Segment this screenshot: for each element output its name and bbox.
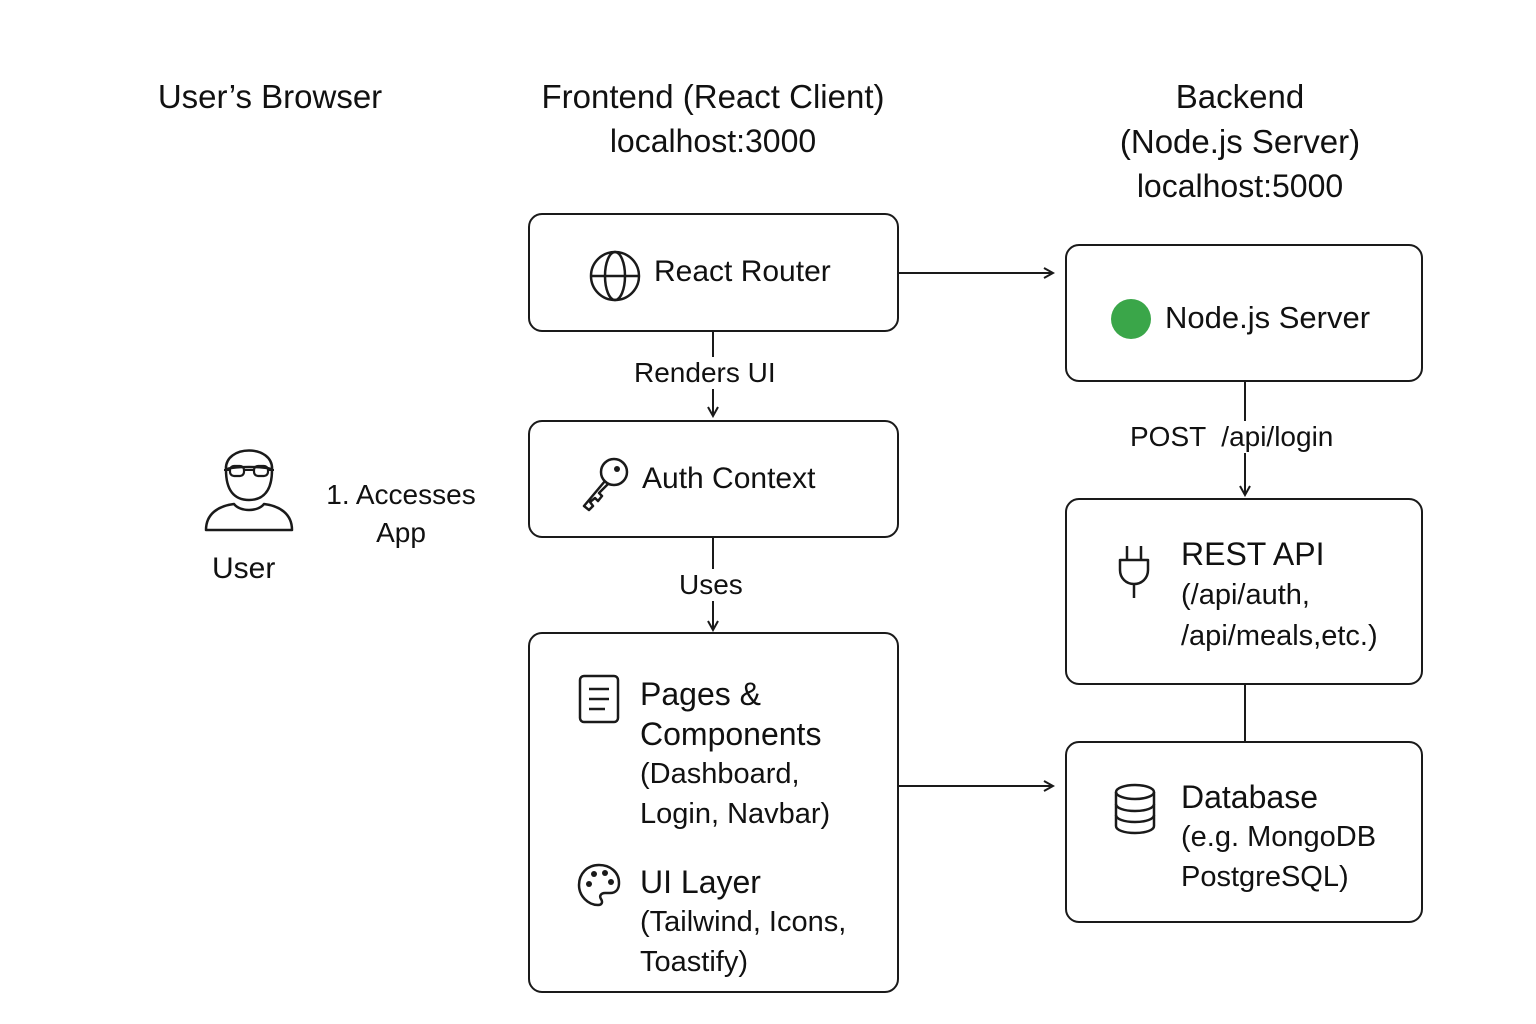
browser-column-title: User’s Browser bbox=[157, 78, 383, 115]
user-avatar-icon bbox=[200, 428, 298, 536]
document-icon bbox=[578, 674, 620, 724]
database-title: Database bbox=[1181, 779, 1318, 815]
access-app-label: 1. Accesses App bbox=[320, 476, 482, 552]
database-icon bbox=[1113, 783, 1157, 835]
access-app-line2: App bbox=[376, 517, 426, 548]
pages-desc-line1: (Dashboard, bbox=[640, 758, 800, 790]
react-router-node[interactable]: React Router bbox=[528, 213, 899, 332]
key-icon bbox=[580, 456, 632, 512]
auth-context-label: Auth Context bbox=[642, 462, 816, 495]
backend-title-line1: Backend bbox=[1175, 78, 1305, 115]
uses-label: Uses bbox=[675, 569, 747, 601]
ui-layer-title: UI Layer bbox=[640, 864, 761, 900]
database-node[interactable]: Database (e.g. MongoDB PostgreSQL) bbox=[1065, 741, 1423, 923]
rest-api-desc-line1: (/api/auth, bbox=[1181, 579, 1310, 611]
database-text: Database (e.g. MongoDB PostgreSQL) bbox=[1181, 777, 1376, 897]
rest-api-text: REST API (/api/auth, /api/meals,etc.) bbox=[1181, 534, 1378, 657]
rest-api-desc-line2: /api/meals,etc.) bbox=[1181, 620, 1378, 652]
globe-icon bbox=[588, 249, 642, 303]
auth-context-node[interactable]: Auth Context bbox=[528, 420, 899, 538]
nodejs-server-label: Node.js Server bbox=[1165, 300, 1371, 335]
rest-api-title: REST API bbox=[1181, 536, 1325, 572]
ui-layer-desc-line2: Toastify) bbox=[640, 946, 748, 978]
backend-host: localhost:5000 bbox=[1136, 168, 1344, 204]
palette-icon bbox=[576, 862, 622, 908]
frontend-column-title: Frontend (React Client) localhost:3000 bbox=[490, 74, 936, 164]
pages-title-line1: Pages & bbox=[640, 676, 761, 712]
pages-title-line2: Components bbox=[640, 716, 822, 752]
database-desc-line2: PostgreSQL) bbox=[1181, 861, 1349, 893]
database-desc-line1: (e.g. MongoDB bbox=[1181, 821, 1377, 853]
backend-column-title: Backend (Node.js Server) localhost:5000 bbox=[1080, 74, 1400, 209]
ui-layer-desc-line1: (Tailwind, Icons, bbox=[640, 906, 847, 938]
plug-icon bbox=[1117, 544, 1151, 600]
pages-text: Pages & Components (Dashboard, Login, Na… bbox=[640, 674, 830, 834]
frontend-host: localhost:3000 bbox=[609, 123, 817, 159]
green-status-dot bbox=[1111, 299, 1151, 339]
post-api-login-label: POST /api/login bbox=[1126, 421, 1338, 453]
pages-desc-line2: Login, Navbar) bbox=[640, 798, 831, 830]
ui-layer-text: UI Layer (Tailwind, Icons, Toastify) bbox=[640, 862, 846, 982]
frontend-title: Frontend (React Client) bbox=[541, 78, 885, 115]
pages-components-node[interactable]: Pages & Components (Dashboard, Login, Na… bbox=[528, 632, 899, 993]
user-label: User bbox=[212, 552, 276, 585]
renders-ui-label: Renders UI bbox=[630, 357, 780, 389]
access-app-line1: 1. Accesses bbox=[326, 479, 476, 510]
nodejs-server-node[interactable]: Node.js Server bbox=[1065, 244, 1423, 382]
backend-title-line2: (Node.js Server) bbox=[1119, 123, 1361, 160]
react-router-label: React Router bbox=[654, 255, 831, 288]
rest-api-node[interactable]: REST API (/api/auth, /api/meals,etc.) bbox=[1065, 498, 1423, 685]
